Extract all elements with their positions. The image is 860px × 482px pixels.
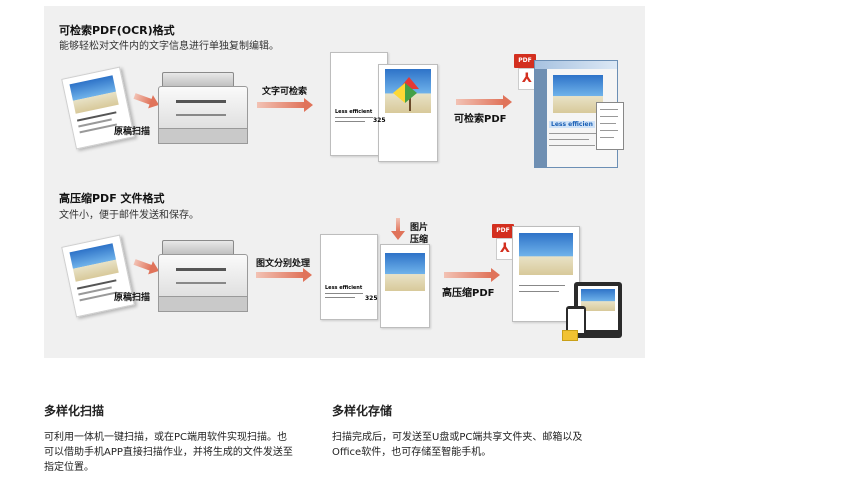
compress-down-arrow: [391, 218, 405, 240]
ocr-doc-title: Less efficient: [335, 109, 373, 115]
ocr-doc-number: 325: [373, 117, 386, 124]
compressed-label-result: 高压缩PDF: [442, 288, 495, 299]
compressed-label-compress-1: 图片: [410, 223, 429, 233]
compressed-doc-number: 325: [365, 295, 378, 302]
compressed-section-subtitle: 文件小，便于邮件发送和保存。: [59, 210, 199, 221]
compressed-doc-title: Less efficient: [325, 285, 363, 291]
feature-right-heading: 多样化存储: [332, 404, 393, 418]
ocr-image-sheet: 325: [373, 64, 438, 162]
feature-left-heading: 多样化扫描: [44, 404, 105, 418]
compressed-label-original: 原稿扫描: [114, 293, 151, 303]
ocr-section-subtitle: 能够轻松对文件内的文字信息进行单独复制编辑。: [59, 41, 279, 52]
arrow-original-to-printer: [133, 93, 153, 105]
ocr-label-result: 可检索PDF: [454, 114, 507, 125]
arrow-ocr-to-pdf: [456, 95, 512, 109]
envelope-icon: [562, 330, 578, 341]
ocr-label-step: 文字可检索: [262, 87, 308, 97]
compressed-label-compress-2: 压缩: [410, 235, 429, 245]
arrow-original-to-printer-2: [133, 259, 153, 271]
compressed-text-sheet: Less efficient 325: [320, 234, 378, 320]
pdf-window-text: Less efficien: [549, 121, 595, 128]
feature-left-line: 可利用一体机一键扫描，或在PC端用软件实现扫描。也: [44, 432, 288, 443]
feature-right-line: 扫描完成后，可发送至U盘或PC端共享文件夹、邮箱以及: [332, 432, 583, 443]
arrow-split-to-pdf: [444, 268, 500, 282]
feature-right-text: 扫描完成后，可发送至U盘或PC端共享文件夹、邮箱以及 Office软件，也可存储…: [332, 430, 582, 460]
arrow-printer-to-ocr: [257, 98, 313, 112]
feature-left-line: 指定位置。: [44, 462, 94, 473]
arrow-printer-to-split: [256, 268, 312, 282]
compressed-label-step: 图文分别处理: [256, 259, 311, 269]
feature-left-text: 可利用一体机一键扫描，或在PC端用软件实现扫描。也 可以借助手机APP直接扫描作…: [44, 430, 293, 475]
compressed-image-sheet: [380, 244, 430, 328]
pdf-badge: PDF: [514, 54, 536, 68]
context-menu: [596, 102, 624, 150]
ocr-section-title: 可检索PDF(OCR)格式: [59, 24, 175, 37]
illustration-panel: 可检索PDF(OCR)格式 能够轻松对文件内的文字信息进行单独复制编辑。 原稿扫…: [44, 6, 645, 358]
feature-right-line: Office软件，也可存储至智能手机。: [332, 447, 492, 458]
compressed-section-title: 高压缩PDF 文件格式: [59, 192, 165, 205]
ocr-label-original: 原稿扫描: [114, 127, 151, 137]
feature-left-line: 可以借助手机APP直接扫描作业，并将生成的文件发送至: [44, 447, 293, 458]
